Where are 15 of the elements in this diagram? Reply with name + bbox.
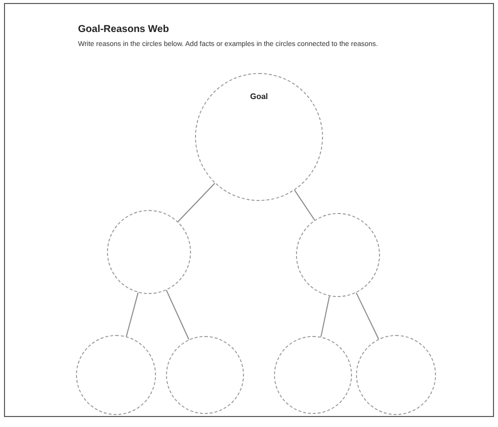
connector-line (126, 292, 139, 337)
empty-circle (166, 336, 244, 414)
connector-line (178, 182, 216, 222)
connector-line (294, 190, 316, 221)
connector-line (166, 290, 190, 340)
empty-circle (76, 335, 156, 415)
node-label: Goal (249, 92, 269, 101)
connector-line (356, 292, 380, 340)
empty-circle (356, 335, 436, 415)
empty-circle (296, 213, 380, 297)
connector-line (320, 296, 330, 338)
title: Goal-Reasons Web (78, 24, 169, 35)
empty-circle (107, 210, 191, 294)
empty-circle (274, 336, 352, 414)
goal-circle (195, 73, 323, 201)
